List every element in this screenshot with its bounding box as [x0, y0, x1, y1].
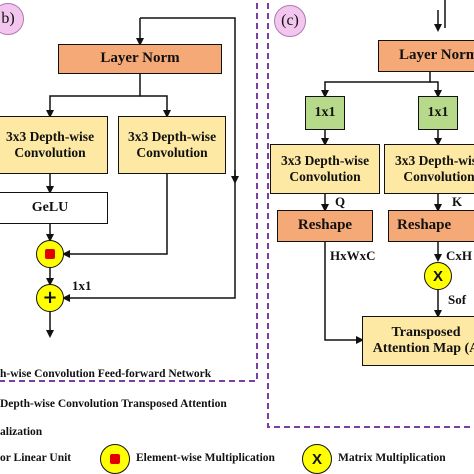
panel-b-frame — [0, 0, 258, 382]
panel-c-dwconv-q: 3x3 Depth-wise Convolution — [270, 144, 380, 194]
panel-c-transposed-attention-line1: Transposed — [391, 324, 461, 340]
panel-c-reshape-k: Reshape — [388, 210, 474, 242]
panel-c-tag: (c) — [274, 5, 306, 37]
panel-c-conv-k: 1x1 — [418, 96, 458, 130]
panel-c-k-label: K — [452, 194, 463, 209]
plus-icon: + — [42, 287, 58, 308]
panel-c-transposed-attention: Transposed Attention Map (A — [362, 316, 474, 366]
caption-line-1: h-wise Convolution Feed-forward Network — [0, 368, 212, 380]
panel-c-conv-q-label: 1x1 — [314, 104, 336, 120]
caption-line-3: alization — [0, 426, 43, 438]
panel-c-reshape-k-label: Reshape — [397, 217, 452, 234]
panel-b-gelu-label: GeLU — [31, 199, 69, 215]
panel-c-tag-text: (c) — [281, 12, 299, 29]
panel-b-tag-text: b) — [1, 10, 15, 27]
panel-b-dwconv-right-line2: Convolution — [136, 145, 208, 160]
panel-c-matmul-node: X — [424, 262, 452, 290]
legend-elementwise-text: Element-wise Multiplication — [136, 452, 275, 464]
legend-matrix-text: Matrix Multiplication — [338, 452, 446, 464]
panel-b-dwconv-left-line1: 3x3 Depth-wise — [5, 129, 95, 145]
panel-c-dwconv-k-line2: Convolution — [403, 169, 474, 184]
panel-c-dwconv-k-line1: 3x3 Depth-wise — [394, 153, 474, 169]
panel-c-frame — [267, 0, 474, 428]
panel-b-1x1-label: 1x1 — [72, 278, 92, 293]
panel-c-softmax-label: Sof — [448, 292, 467, 307]
panel-c-layer-norm-label: Layer Norm — [399, 47, 474, 64]
panel-b-dwconv-left-line2: Convolution — [14, 145, 86, 160]
panel-c-hwc-label: HxWxC — [330, 248, 376, 263]
panel-b-layer-norm: Layer Norm — [58, 44, 222, 74]
panel-b-gelu: GeLU — [0, 192, 108, 224]
panel-b-layer-norm-label: Layer Norm — [100, 50, 180, 67]
legend-gelu-text: or Linear Unit — [0, 452, 72, 464]
panel-c-dwconv-k: 3x3 Depth-wise Convolution — [384, 144, 474, 194]
panel-c-transposed-attention-line2: Attention Map (A — [372, 341, 474, 356]
panel-c-reshape-q: Reshape — [277, 210, 373, 242]
panel-c-layer-norm: Layer Norm — [378, 40, 474, 72]
legend-matrix-x-icon: X — [311, 450, 322, 468]
matrix-x-icon: X — [432, 267, 443, 285]
panel-c-cx-label: CxH — [446, 248, 472, 263]
panel-b-add-node: + — [36, 284, 64, 312]
panel-b-dwconv-right-line1: 3x3 Depth-wise — [127, 129, 217, 145]
panel-c-q-label: Q — [335, 194, 346, 209]
panel-c-reshape-q-label: Reshape — [297, 217, 353, 234]
legend-elementwise-dot-icon — [110, 454, 120, 464]
panel-c-dwconv-q-line1: 3x3 Depth-wise — [280, 153, 370, 169]
elementwise-dot-icon — [45, 249, 55, 259]
panel-c-conv-q: 1x1 — [305, 96, 345, 130]
panel-b-dwconv-right: 3x3 Depth-wise Convolution — [118, 116, 226, 174]
panel-b-dwconv-left: 3x3 Depth-wise Convolution — [0, 116, 108, 174]
panel-b-elementwise-multiply-node — [36, 240, 64, 268]
legend-matrix-icon: X — [302, 444, 332, 474]
panel-c-conv-k-label: 1x1 — [427, 104, 449, 120]
caption-line-2: Depth-wise Convolution Transposed Attent… — [0, 398, 227, 410]
legend-elementwise-icon — [100, 444, 130, 474]
panel-c-dwconv-q-line2: Convolution — [289, 169, 361, 184]
